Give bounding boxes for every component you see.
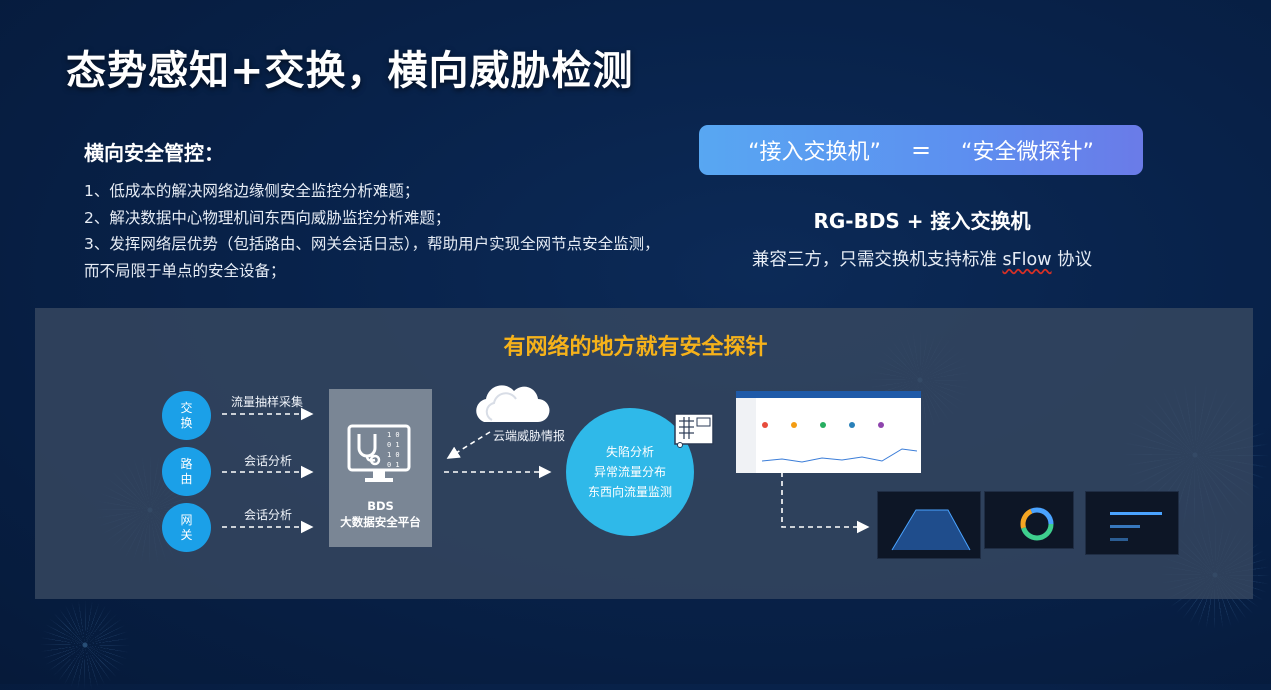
svg-text:1 0: 1 0: [387, 431, 400, 439]
arrow-dashboard-to-charts: [782, 472, 868, 527]
chart-thumbnail-bars: [1085, 491, 1179, 555]
svg-text:0 1: 0 1: [387, 441, 400, 449]
svg-text:0 1: 0 1: [387, 461, 400, 469]
arrow-cloud-to-bds: [448, 432, 490, 458]
chart-thumbnail-area: [877, 491, 981, 559]
cloud-icon: [470, 378, 550, 428]
monitor-icon: 1 0 0 1 1 0 0 1: [347, 420, 415, 486]
platform-label: BDS 大数据安全平台: [329, 498, 432, 530]
cloud-label: 云端威胁情报: [493, 427, 565, 444]
report-icon: [674, 413, 714, 448]
platform-name: BDS: [329, 498, 432, 514]
analysis-item: 失陷分析: [606, 442, 654, 462]
dashboard-thumbnail: [736, 391, 921, 473]
platform-desc: 大数据安全平台: [329, 514, 432, 530]
chart-thumbnail-donut: [984, 491, 1074, 549]
analysis-item: 东西向流量监测: [588, 482, 672, 502]
svg-text:1 0: 1 0: [387, 451, 400, 459]
analysis-item: 异常流量分布: [594, 462, 666, 482]
